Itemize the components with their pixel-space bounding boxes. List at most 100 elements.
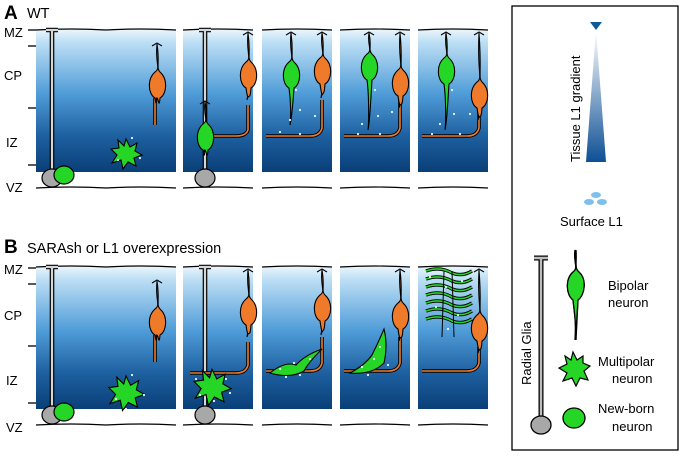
surface-l1-dot: [313, 114, 317, 118]
newborn-neuron: [53, 402, 75, 422]
migrating-neuron: [148, 43, 167, 104]
panel-b-stages: [35, 264, 489, 426]
surface-l1-dot: [356, 132, 360, 136]
panel-a-stages: [35, 27, 489, 189]
pial-surface: [105, 28, 177, 31]
surface-l1-dot: [116, 158, 120, 162]
surface-l1-dot: [278, 367, 282, 371]
surface-l1-dot: [444, 285, 448, 289]
newborn-neuron: [53, 165, 75, 185]
bipolar-neuron: [437, 32, 456, 131]
layer-brackets-a: [28, 29, 36, 166]
surface-l1-dot: [460, 279, 464, 283]
ventricle-surface: [182, 186, 254, 189]
surface-l1-dot: [228, 391, 232, 395]
migrating-neuron: [313, 32, 332, 99]
multipolar-neuron-icon: [557, 350, 592, 388]
surface-l1-dot: [298, 132, 302, 136]
surface-l1-dot: [458, 132, 462, 136]
migrating-neuron: [391, 269, 410, 342]
ventricle-surface: [261, 423, 333, 426]
migrating-neuron: [470, 269, 489, 354]
surface-l1-dot: [142, 393, 146, 397]
stage-3: [182, 265, 254, 426]
stage-1: [35, 265, 107, 426]
surface-l1-dot: [450, 88, 454, 92]
pial-surface: [339, 28, 411, 31]
newborn-label-line2: neuron: [612, 419, 652, 434]
migrating-neuron: [239, 269, 258, 338]
surface-l1-dot: [212, 399, 216, 403]
migrating-neuron: [470, 32, 489, 121]
surface-l1-dot: [292, 361, 296, 365]
ventricle-surface: [339, 423, 411, 426]
pial-surface: [417, 28, 489, 31]
migrating-neuron: [148, 280, 167, 341]
surface-l1-dot: [360, 122, 364, 126]
layer-label-vz-b: VZ: [6, 420, 23, 435]
surface-l1-dot: [130, 373, 134, 377]
cortex-tissue: [36, 30, 106, 172]
bipolar-neuron: [360, 32, 379, 131]
multipolar-neuron: [192, 367, 233, 407]
cortex-tissue: [183, 30, 253, 172]
pial-surface: [261, 28, 333, 31]
surface-l1-dot: [372, 357, 376, 361]
ventricle-surface: [35, 423, 107, 426]
surface-l1-icon: [584, 192, 607, 205]
layer-label-vz-a: VZ: [6, 180, 23, 195]
ventricle-surface: [182, 423, 254, 426]
bipolar-label-line1: Bipolar: [608, 278, 649, 293]
surface-l1-label: Surface L1: [560, 214, 623, 229]
surface-l1-dot: [390, 110, 394, 114]
radial-glia-icon: [530, 255, 552, 435]
radial-glia-soma: [194, 168, 216, 188]
surface-l1-dot: [138, 156, 142, 160]
stage-2: [105, 28, 177, 189]
ventricle-surface: [417, 186, 489, 189]
pial-surface: [35, 265, 107, 268]
surface-l1-dot: [373, 88, 377, 92]
multipolar-label-line1: Multipolar: [598, 354, 655, 369]
newborn-neuron-icon: [562, 407, 586, 429]
l1-gradient-wedge: [586, 30, 606, 162]
ventricle-surface: [261, 186, 333, 189]
surface-l1-dot: [378, 345, 382, 349]
surface-l1-dot: [434, 305, 438, 309]
layer-label-mz-b: MZ: [4, 262, 23, 277]
pial-surface: [182, 265, 254, 268]
surface-l1-dot: [378, 132, 382, 136]
surface-l1-dot: [430, 132, 434, 136]
surface-l1-dot: [446, 327, 450, 331]
surface-l1-dot: [198, 393, 202, 397]
surface-l1-dot: [468, 112, 472, 116]
pial-surface: [417, 265, 489, 268]
panel-a-title: WT: [27, 6, 50, 22]
surface-l1-dot: [288, 118, 292, 122]
multipolar-neuron: [107, 374, 146, 412]
ventricle-surface: [417, 423, 489, 426]
layer-brackets-b: [28, 267, 36, 404]
stage-3: [182, 28, 254, 189]
multipolar-neuron: [348, 327, 387, 374]
surface-l1-dot: [428, 275, 432, 279]
surface-l1-dot: [366, 373, 370, 377]
panel-a-letter: A: [4, 3, 18, 24]
surface-l1-dot: [438, 122, 442, 126]
surface-l1-dot: [452, 112, 456, 116]
surface-l1-dot: [376, 114, 380, 118]
panel-b-letter: B: [4, 237, 18, 258]
ventricle-surface: [339, 186, 411, 189]
surface-l1-dot: [308, 357, 312, 361]
surface-l1-dot: [130, 136, 134, 140]
stage-1: [35, 28, 107, 189]
surface-l1-dot: [456, 313, 460, 317]
surface-l1-dot: [298, 108, 302, 112]
surface-l1-dot: [386, 363, 390, 367]
layer-label-iz-a: IZ: [6, 135, 18, 150]
multipolar-neuron: [109, 137, 144, 171]
gradient-label: Tissue L1 gradient: [568, 55, 583, 162]
pial-surface: [261, 265, 333, 268]
surface-l1-dot: [294, 88, 298, 92]
